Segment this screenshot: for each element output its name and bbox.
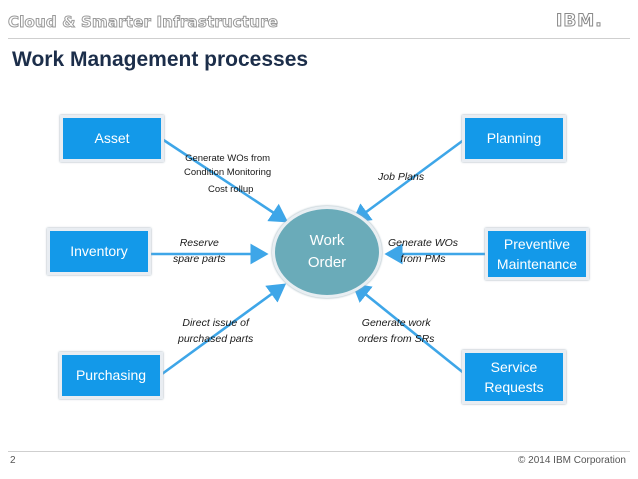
inventory-box-label: Inventory (70, 243, 128, 260)
arrow-asset (161, 137, 289, 223)
header-divider (8, 38, 630, 39)
planning-label: Job Plans (378, 171, 425, 183)
arrow-planning (351, 137, 466, 223)
page-title: Work Management processes (12, 48, 309, 71)
asset-label-line2: Condition Monitoring (184, 167, 272, 179)
ibm-logo: IBM. (556, 11, 603, 32)
inventory-label-line2: spare parts (173, 252, 226, 265)
footer-divider (8, 451, 630, 452)
service-label-line2: orders from SRs (358, 332, 435, 345)
purchasing-box: Purchasing (59, 352, 163, 399)
service-box-line1: Service (490, 358, 538, 375)
asset-label: Generate WOs from Condition Monitoring (184, 152, 271, 181)
inventory-box: Inventory (47, 228, 151, 275)
work-order-line2: Order (307, 254, 347, 271)
copyright-notice: © 2014 IBM Corporation (518, 455, 626, 466)
banner-title: Cloud & Smarter Infrastructure (7, 13, 279, 32)
purchasing-label-line2: purchased parts (178, 332, 254, 345)
service-box-line2: Requests (484, 379, 544, 395)
asset-label-line1: Generate WOs from (185, 153, 271, 164)
service-label-line1: Generate work (361, 317, 431, 329)
cost-rollup-label: Cost rollup (208, 184, 254, 195)
preventive-label-line2: from PMs (400, 252, 446, 265)
page-number: 2 (10, 455, 16, 466)
preventive-box-line1: Preventive (503, 235, 571, 252)
preventive-label: Generate WOs from PMs (388, 236, 458, 268)
planning-box: Planning (462, 115, 566, 162)
service-label: Generate work orders from SRs (358, 316, 434, 348)
work-order-circle: Work Order (272, 206, 382, 298)
inventory-label-line1: Reserve (179, 237, 219, 249)
arrow-service (351, 283, 466, 376)
asset-box: Asset (60, 115, 164, 162)
work-order-line1: Work (309, 231, 345, 249)
inventory-label: Reserve spare parts (173, 236, 226, 268)
preventive-box-line2: Maintenance (496, 256, 578, 272)
purchasing-box-label: Purchasing (75, 367, 147, 384)
service-requests-box: Service Requests (462, 350, 566, 404)
preventive-label-line1: Generate WOs (388, 237, 459, 249)
preventive-maintenance-box: Preventive Maintenance (485, 228, 589, 280)
planning-box-label: Planning (486, 130, 542, 147)
purchasing-label-line1: Direct issue of (182, 317, 249, 329)
purchasing-label: Direct issue of purchased parts (178, 316, 253, 348)
arrow-purchasing (161, 283, 287, 376)
asset-box-label: Asset (94, 130, 130, 147)
